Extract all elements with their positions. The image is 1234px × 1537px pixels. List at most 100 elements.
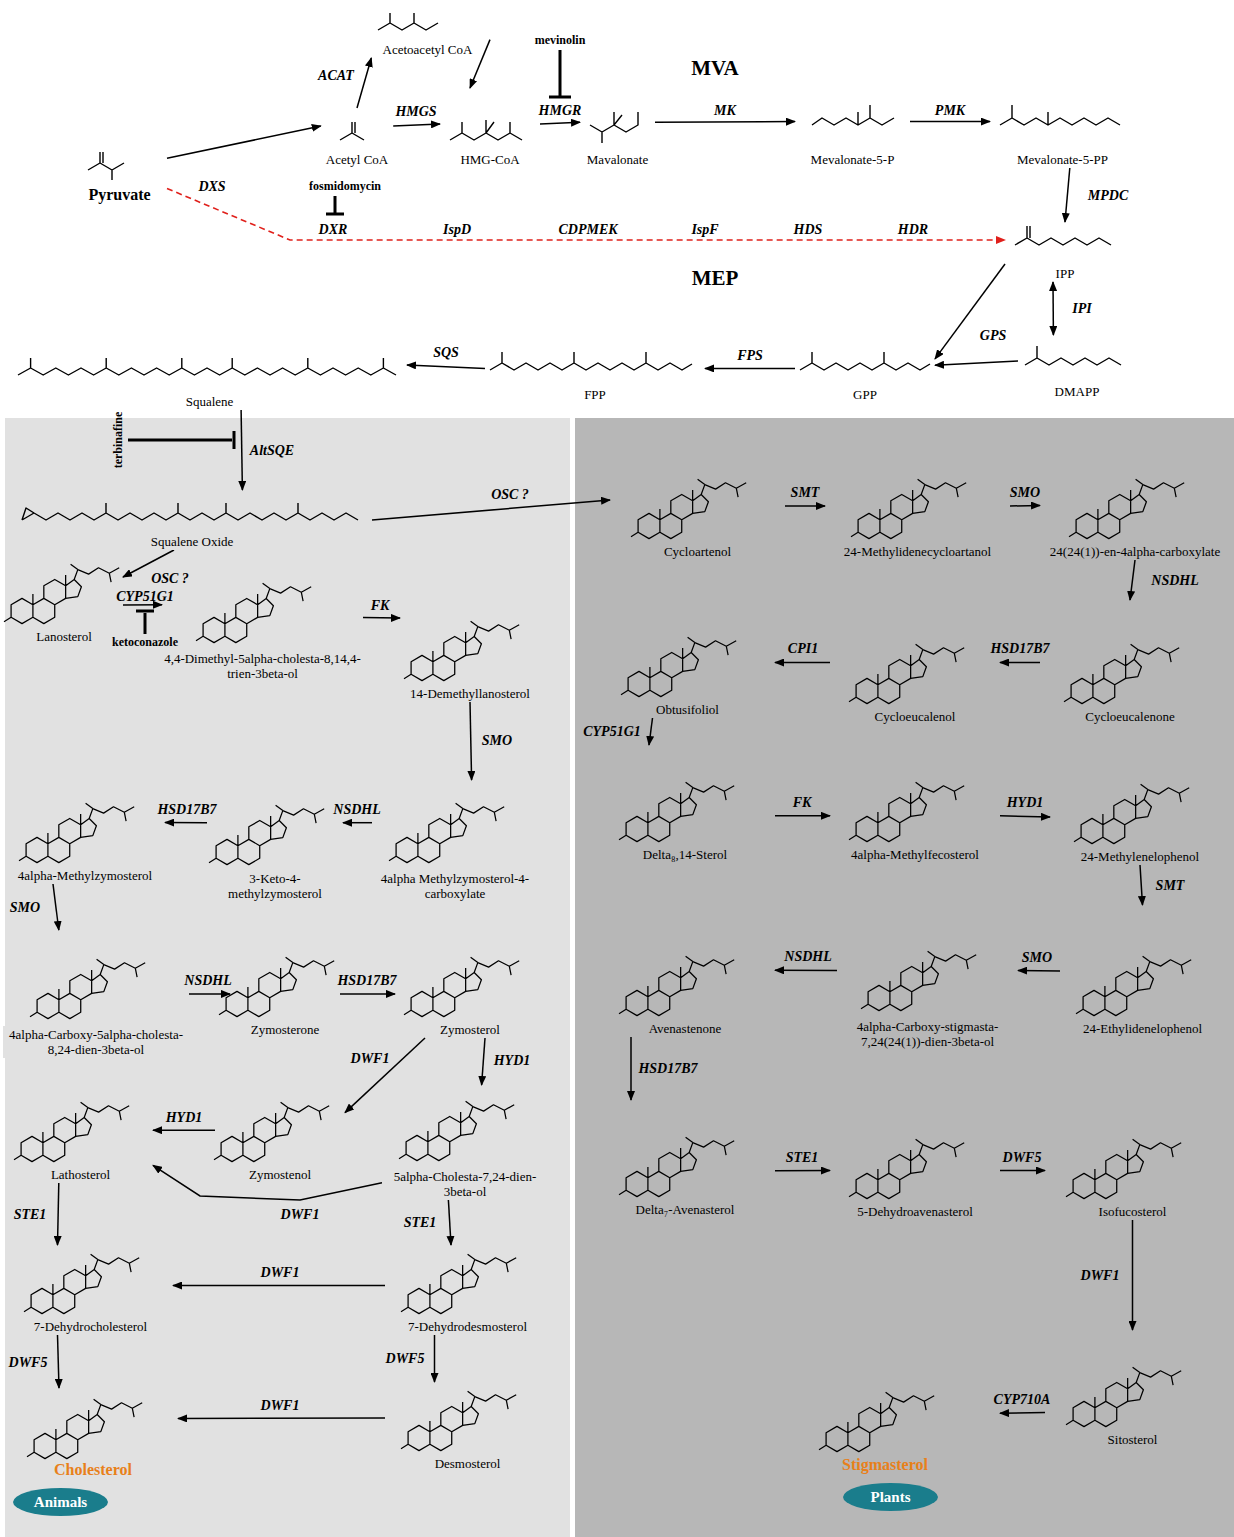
enzyme-label: DWF5 [9, 1355, 48, 1370]
compound-node: DMAPP [1018, 335, 1136, 400]
enzyme-label: DXS [198, 179, 225, 194]
compound-node: Mevalonate-5-P [795, 88, 910, 168]
enzyme-label: DWF5 [386, 1351, 425, 1366]
compound-node: Lanosterol [5, 565, 123, 645]
enzyme-label: SMO [1022, 950, 1052, 965]
compound-label: 7-Dehydrocholesterol [32, 1318, 149, 1335]
reaction-arrow [241, 410, 242, 490]
reaction-arrow [1130, 560, 1135, 600]
reaction-arrow [1000, 1412, 1045, 1414]
enzyme-label: AltSQE [250, 443, 294, 458]
animal-panel [5, 418, 570, 1537]
compound-node: Cycloartenol [610, 440, 785, 560]
enzyme-label: HSD17B7 [157, 802, 216, 817]
enzyme-label: HSD17B7 [337, 973, 396, 988]
compound-node: Acetyl CoA [321, 108, 393, 168]
compound-label: 4alpha Methylzymosterol-4-carboxylate [372, 870, 538, 902]
reaction-arrow [785, 505, 825, 507]
compound-node: Isofucosterol [1045, 1105, 1220, 1220]
enzyme-label: ACAT [318, 68, 354, 83]
compound-label: 3-Keto-4-methylzymosterol [207, 870, 343, 902]
enzyme-label: NSDHL [333, 802, 380, 817]
compound-node: Acetoacetyl CoA [365, 12, 490, 58]
reaction-arrow [1018, 970, 1060, 972]
compound-label: Delta₇-Avenasterol [634, 1201, 737, 1218]
mevalonate-pp-structure [1000, 105, 1120, 125]
enzyme-label: NSDHL [184, 973, 231, 988]
compound-node: 5alpha-Cholesta-7,24-dien-3beta-ol [382, 1085, 548, 1200]
enzyme-label: DWF1 [281, 1207, 320, 1222]
enzyme-label: HDR [898, 222, 928, 237]
enzyme-label: NSDHL [784, 949, 831, 964]
organism-label: Plants [868, 1488, 912, 1507]
organism-ellipse: Plants [843, 1483, 938, 1511]
enzyme-label: SMO [482, 733, 512, 748]
compound-node: Desmosterol [385, 1382, 550, 1472]
enzyme-label: STE1 [786, 1150, 819, 1165]
compound-label: Squalene [184, 393, 236, 410]
compound-node: 24(24(1))-en-4alpha-carboxylate [1040, 430, 1230, 560]
reaction-arrow [630, 1037, 632, 1100]
compound-label: Cholesterol [52, 1460, 134, 1480]
reaction-arrow [393, 124, 440, 126]
plant-panel [575, 418, 1234, 1537]
enzyme-label: CDPMEK [558, 222, 617, 237]
compound-node: Squalene Oxide [12, 490, 372, 550]
compound-label: 4alpha-Carboxy-5alpha-cholesta-8,24-dien… [3, 1026, 189, 1058]
compound-label: Stigmasterol [840, 1455, 930, 1475]
inhibitor-label: ketoconazole [112, 635, 178, 649]
enzyme-label: MPDC [1088, 188, 1128, 203]
enzyme-label: SMT [1156, 878, 1185, 893]
compound-node: Lathosterol [8, 1095, 153, 1183]
reaction-arrow [407, 365, 485, 368]
enzyme-label: IspF [691, 222, 718, 237]
reaction-arrow [1132, 1220, 1134, 1330]
compound-label: 4alpha-Methylzymosterol [16, 867, 154, 884]
compound-node: FPP [485, 340, 705, 403]
reaction-arrow [935, 264, 1005, 359]
enzyme-label: DWF5 [1003, 1150, 1042, 1165]
sterol-structures [4, 479, 1191, 1458]
compound-node: Zymostenol [215, 1095, 345, 1183]
reaction-arrow [775, 970, 837, 972]
enzyme-label: DWF1 [1081, 1268, 1120, 1283]
reaction-arrow [58, 1183, 59, 1245]
reaction-arrow [705, 368, 795, 370]
compound-label: Mevalonate-5-P [809, 151, 897, 168]
enzyme-label: CYP51G1 [116, 589, 174, 604]
compound-label: 14-Demethyllanosterol [408, 685, 532, 702]
reaction-arrow [153, 1165, 382, 1200]
compound-node: 24-Methylenelophenol [1050, 745, 1230, 865]
reaction-arrow [165, 822, 207, 824]
reaction-arrow [540, 122, 580, 124]
enzyme-label: SMO [1010, 485, 1040, 500]
compound-label: Acetoacetyl CoA [381, 41, 475, 58]
compound-node: 4alpha-Carboxy-5alpha-cholesta-8,24-dien… [3, 930, 189, 1058]
compound-node: Obtusifoliol [600, 600, 775, 718]
compound-label: Zymostenol [247, 1166, 313, 1183]
compound-label: Sitosterol [1106, 1431, 1160, 1448]
compound-node: GPP [795, 340, 935, 403]
inhibition-bars [128, 50, 571, 634]
enzyme-label: DXR [319, 222, 348, 237]
compound-label: Pyruvate [86, 185, 152, 205]
enzyme-label: PMK [935, 103, 965, 118]
enzyme-label: SMT [791, 485, 820, 500]
enzyme-label: IspD [443, 222, 471, 237]
reaction-arrow [1065, 168, 1070, 222]
compound-node: Pyruvate [72, 150, 167, 205]
compound-node: Delta₈,14-Sterol [595, 745, 775, 863]
reaction-arrow [775, 815, 830, 817]
compound-label: Lathosterol [49, 1166, 112, 1183]
reaction-arrow [53, 884, 59, 930]
reaction-arrow [343, 822, 372, 824]
compound-node: 7-Dehydrocholesterol [8, 1245, 173, 1335]
enzyme-label: IPI [1072, 301, 1091, 316]
compound-label: Acetyl CoA [324, 151, 390, 168]
enzyme-label: DWF1 [261, 1398, 300, 1413]
squalene-structure [18, 358, 396, 375]
pathway-name: MVA [691, 57, 738, 80]
enzyme-label: HMGS [395, 104, 436, 119]
compound-node: 24-Methylidenecycloartanol [825, 440, 1010, 560]
enzyme-label: DWF1 [261, 1265, 300, 1280]
